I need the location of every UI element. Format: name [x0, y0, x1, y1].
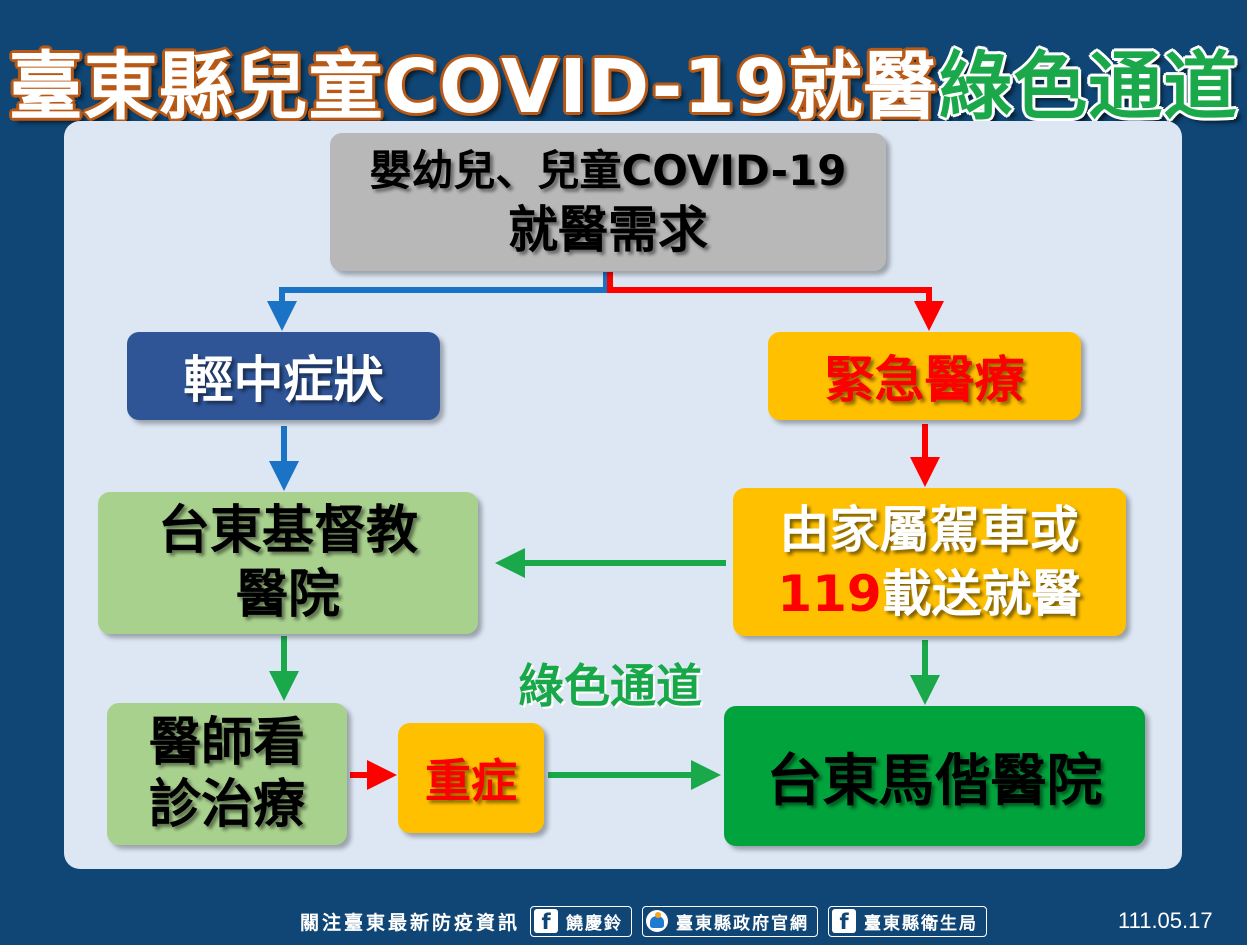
emergency-care-label: 緊急醫療: [824, 351, 1025, 409]
footer-lead-text: 關注臺東最新防疫資訊: [300, 911, 521, 934]
mild-symptoms-node: 輕中症狀: [127, 332, 440, 420]
footer-link-county-gov[interactable]: 臺東縣政府官網: [642, 905, 819, 937]
footer-link-health-bureau[interactable]: f 臺東縣衛生局: [828, 905, 988, 937]
green-channel-label: 綠色通道: [518, 659, 702, 713]
severe-case-node: 重症: [398, 723, 544, 833]
medical-need-line2: 就醫需求: [508, 201, 708, 259]
mackay-hospital-node: 台東馬偕醫院: [724, 706, 1145, 846]
government-logo-icon: [646, 910, 669, 932]
emergency-care-node: 緊急醫療: [768, 332, 1081, 420]
transport-line1: 由家屬駕車或: [779, 501, 1080, 559]
mild-symptoms-label: 輕中症狀: [183, 351, 384, 409]
footer: 關注臺東最新防疫資訊 f 饒慶鈴 臺東縣政府官網 f 臺東縣衛生局: [300, 904, 988, 938]
doctor-line1: 醫師看: [148, 713, 305, 773]
medical-need-line1: 嬰幼兒、兒童COVID-19: [369, 146, 847, 195]
kj-hospital-line1: 台東基督教: [157, 501, 418, 561]
footer-link-health-bureau-label: 臺東縣衛生局: [864, 913, 979, 934]
publish-date: 111.05.17: [1118, 908, 1213, 933]
doctor-treatment-node: 醫師看 診治療: [107, 703, 347, 845]
arrow-top-to-mild: [267, 272, 609, 331]
title-main: 臺東縣兒童COVID-19就醫: [8, 44, 939, 130]
facebook-icon: f: [832, 909, 857, 934]
transport-119-number: 119: [777, 565, 882, 623]
medical-need-node: 嬰幼兒、兒童COVID-19 就醫需求: [330, 133, 886, 271]
title-highlight: 綠色通道: [938, 44, 1239, 130]
doctor-line2: 診治療: [148, 775, 305, 835]
transport-line2-text: 載送就醫: [881, 565, 1082, 623]
arrow-top-to-emergency: [607, 272, 944, 331]
facebook-icon: f: [534, 909, 559, 934]
footer-link-mayor-label: 饒慶鈴: [566, 913, 624, 934]
mackay-hospital-label: 台東馬偕醫院: [766, 748, 1103, 814]
kj-hospital-line2: 醫院: [235, 565, 340, 625]
footer-link-mayor[interactable]: f 饒慶鈴: [530, 905, 633, 937]
severe-case-label: 重症: [425, 754, 517, 808]
taitung-christian-hospital-node: 台東基督教 醫院: [98, 492, 478, 634]
transport-node: 由家屬駕車或 119載送就醫: [733, 488, 1126, 636]
footer-link-county-gov-label: 臺東縣政府官網: [676, 913, 810, 934]
transport-line2: 119載送就醫: [777, 562, 1081, 626]
page-title: 臺東縣兒童COVID-19就醫綠色通道: [0, 42, 1247, 132]
